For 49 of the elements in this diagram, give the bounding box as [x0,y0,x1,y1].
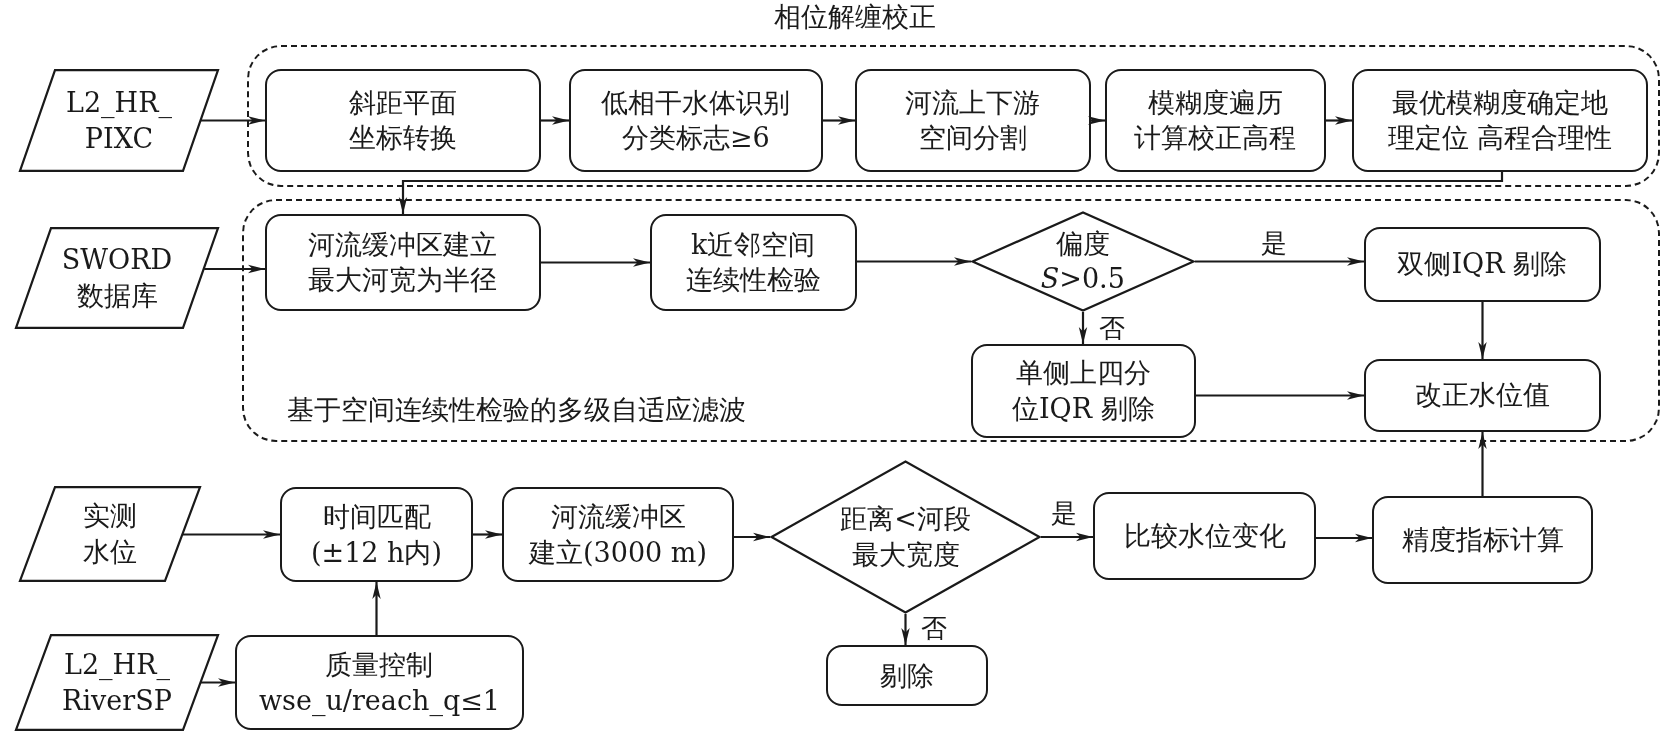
arrow [201,116,265,125]
input-parallelogram: L2_HR_ RiverSP [15,634,219,731]
decision-diamond: 距离<河段最大宽度 [770,460,1041,614]
group-title: 相位解缠校正 [774,1,936,34]
arrow [541,116,569,125]
process-box: 比较水位变化 [1093,492,1316,580]
arrow [901,614,910,645]
edge-label: 是 [1049,498,1079,528]
process-box: 改正水位值 [1363,358,1601,432]
process-box: 斜距平面坐标转换 [264,68,541,172]
process-box: k近邻空间连续性检验 [649,213,857,311]
arrow [1041,532,1093,542]
process-box: 单侧上四分位IQR 剔除 [970,343,1196,438]
input-parallelogram: L2_HR_ PIXC [19,69,219,172]
arrow [1478,432,1487,496]
arrow [1088,116,1105,125]
process-box: 精度指标计算 [1372,496,1593,584]
decision-diamond: 偏度 S>0.5 [970,210,1195,312]
arrow [473,530,502,539]
arrow [1196,391,1364,400]
arrow [734,532,770,542]
arrow [201,678,235,687]
arrow [372,582,381,635]
process-box: 双侧IQR 剔除 [1363,226,1601,302]
process-box: 质量控制 wse_u/reach_q≤1 [235,635,524,730]
arrow [1195,257,1364,266]
process-box: 低相干水体识别分类标志≥6 [568,68,823,172]
arrow [541,258,650,267]
process-box: 最优模糊度确定地理定位 高程合理性 [1351,68,1648,172]
dashed-group-frame [242,199,1660,442]
process-box: 模糊度遍历计算校正高程 [1104,68,1326,172]
process-box: 河流缓冲区建立(3000 m) [502,487,734,582]
arrow [857,257,971,266]
edge-label: 是 [1259,228,1289,258]
arrow [398,171,1504,214]
arrow [182,530,280,539]
arrow [1478,302,1487,359]
arrow [1316,533,1372,543]
process-box: 时间匹配(±12 h内) [280,487,473,582]
arrow [1326,116,1352,125]
arrow [823,116,855,125]
input-parallelogram: SWORD 数据库 [15,227,219,329]
process-box: 河流上下游空间分割 [854,68,1091,172]
arrow [204,264,265,274]
arrow [1078,312,1088,344]
process-box: 剔除 [826,645,988,706]
process-box: 河流缓冲区建立最大河宽为半径 [264,213,541,311]
group-title: 基于空间连续性检验的多级自适应滤波 [287,394,746,427]
input-parallelogram: 实测水位 [19,486,201,582]
